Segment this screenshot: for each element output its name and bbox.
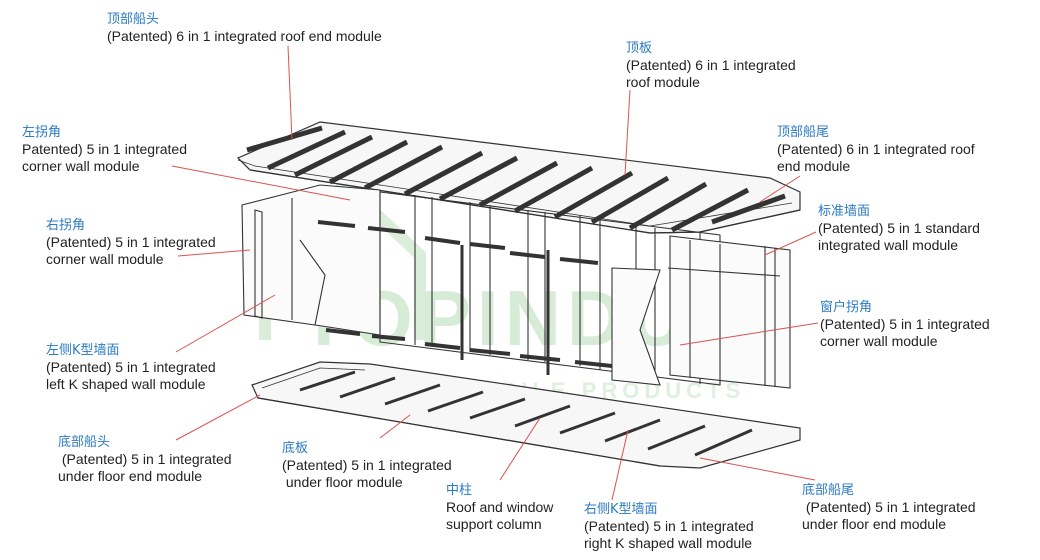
label-zh: 左拐角 <box>22 125 62 140</box>
leader-corner-right <box>177 249 251 257</box>
label-zh: 右拐角 <box>46 218 86 233</box>
label-window-corner: 窗户拐角 (Patented) 5 in 1 integrated corner… <box>820 299 990 350</box>
leader-floor-end-front <box>175 394 261 441</box>
label-en: Patented) 5 in 1 integrated corner wall … <box>22 141 188 174</box>
label-zh: 窗户拐角 <box>820 300 873 315</box>
label-roof-end-rear: 顶部船尾 (Patented) 6 in 1 integrated roof e… <box>777 124 975 175</box>
label-en: (Patented) 5 in 1 integrated left K shap… <box>46 359 216 392</box>
label-roof: 顶板 (Patented) 6 in 1 integrated roof mod… <box>626 40 796 91</box>
leader-floor <box>379 414 411 439</box>
leader-lines <box>171 45 819 501</box>
label-zh: 标准墙面 <box>818 204 871 219</box>
label-zh: 右侧K型墙面 <box>584 502 658 517</box>
label-roof-end-front: 顶部船头 (Patented) 6 in 1 integrated roof e… <box>107 11 382 45</box>
floor-assembly <box>251 361 801 469</box>
label-floor-end-front: 底部船头 (Patented) 5 in 1 integrated under … <box>58 434 232 485</box>
leader-roof <box>624 89 631 176</box>
label-en: Roof and window support column <box>446 499 554 532</box>
label-zh: 左侧K型墙面 <box>46 343 120 358</box>
label-en: (Patented) 5 in 1 integrated right K sha… <box>584 518 754 551</box>
leader-roof-end-front <box>287 45 293 141</box>
label-en: (Patented) 5 in 1 integrated under floor… <box>282 457 452 490</box>
leader-corner-left <box>171 165 351 201</box>
label-en: (Patented) 6 in 1 integrated roof end mo… <box>107 28 382 44</box>
leader-window-corner <box>679 322 819 346</box>
label-floor-end-rear: 底部船尾 (Patented) 5 in 1 integrated under … <box>802 482 976 533</box>
label-zh: 顶板 <box>626 41 653 56</box>
label-corner-left: 左拐角 Patented) 5 in 1 integrated corner w… <box>22 124 187 175</box>
label-en: (Patented) 5 in 1 integrated corner wall… <box>820 316 990 349</box>
label-right-k-wall: 右侧K型墙面 (Patented) 5 in 1 integrated righ… <box>584 501 754 552</box>
label-zh: 顶部船尾 <box>777 125 830 140</box>
leader-left-k-wall <box>175 294 276 353</box>
label-zh: 顶部船头 <box>107 12 160 27</box>
label-en: (Patented) 6 in 1 integrated roof module <box>626 57 796 90</box>
leader-roof-end-rear <box>759 175 801 203</box>
label-zh: 底部船尾 <box>802 483 855 498</box>
label-en: (Patented) 5 in 1 standard integrated wa… <box>818 220 980 253</box>
label-zh: 中柱 <box>446 483 473 498</box>
label-en: (Patented) 5 in 1 integrated corner wall… <box>46 234 216 267</box>
label-en: (Patented) 5 in 1 integrated under floor… <box>58 451 232 484</box>
leader-right-k-wall <box>611 429 629 501</box>
leader-floor-end-rear <box>699 457 816 481</box>
label-floor: 底板 (Patented) 5 in 1 integrated under fl… <box>282 440 452 491</box>
label-en: (Patented) 5 in 1 integrated under floor… <box>802 499 976 532</box>
label-en: (Patented) 6 in 1 integrated roof end mo… <box>777 141 975 174</box>
wall-assembly <box>241 184 791 389</box>
leader-standard-wall <box>764 231 817 256</box>
roof-assembly <box>236 121 801 234</box>
label-zh: 底板 <box>282 441 309 456</box>
label-standard-wall: 标准墙面 (Patented) 5 in 1 standard integrat… <box>818 203 980 254</box>
label-center-column: 中柱 Roof and window support column <box>446 482 553 533</box>
label-left-k-wall: 左侧K型墙面 (Patented) 5 in 1 integrated left… <box>46 342 216 393</box>
leader-center-column <box>499 417 541 481</box>
label-zh: 底部船头 <box>58 435 111 450</box>
label-corner-right: 右拐角 (Patented) 5 in 1 integrated corner … <box>46 217 216 268</box>
